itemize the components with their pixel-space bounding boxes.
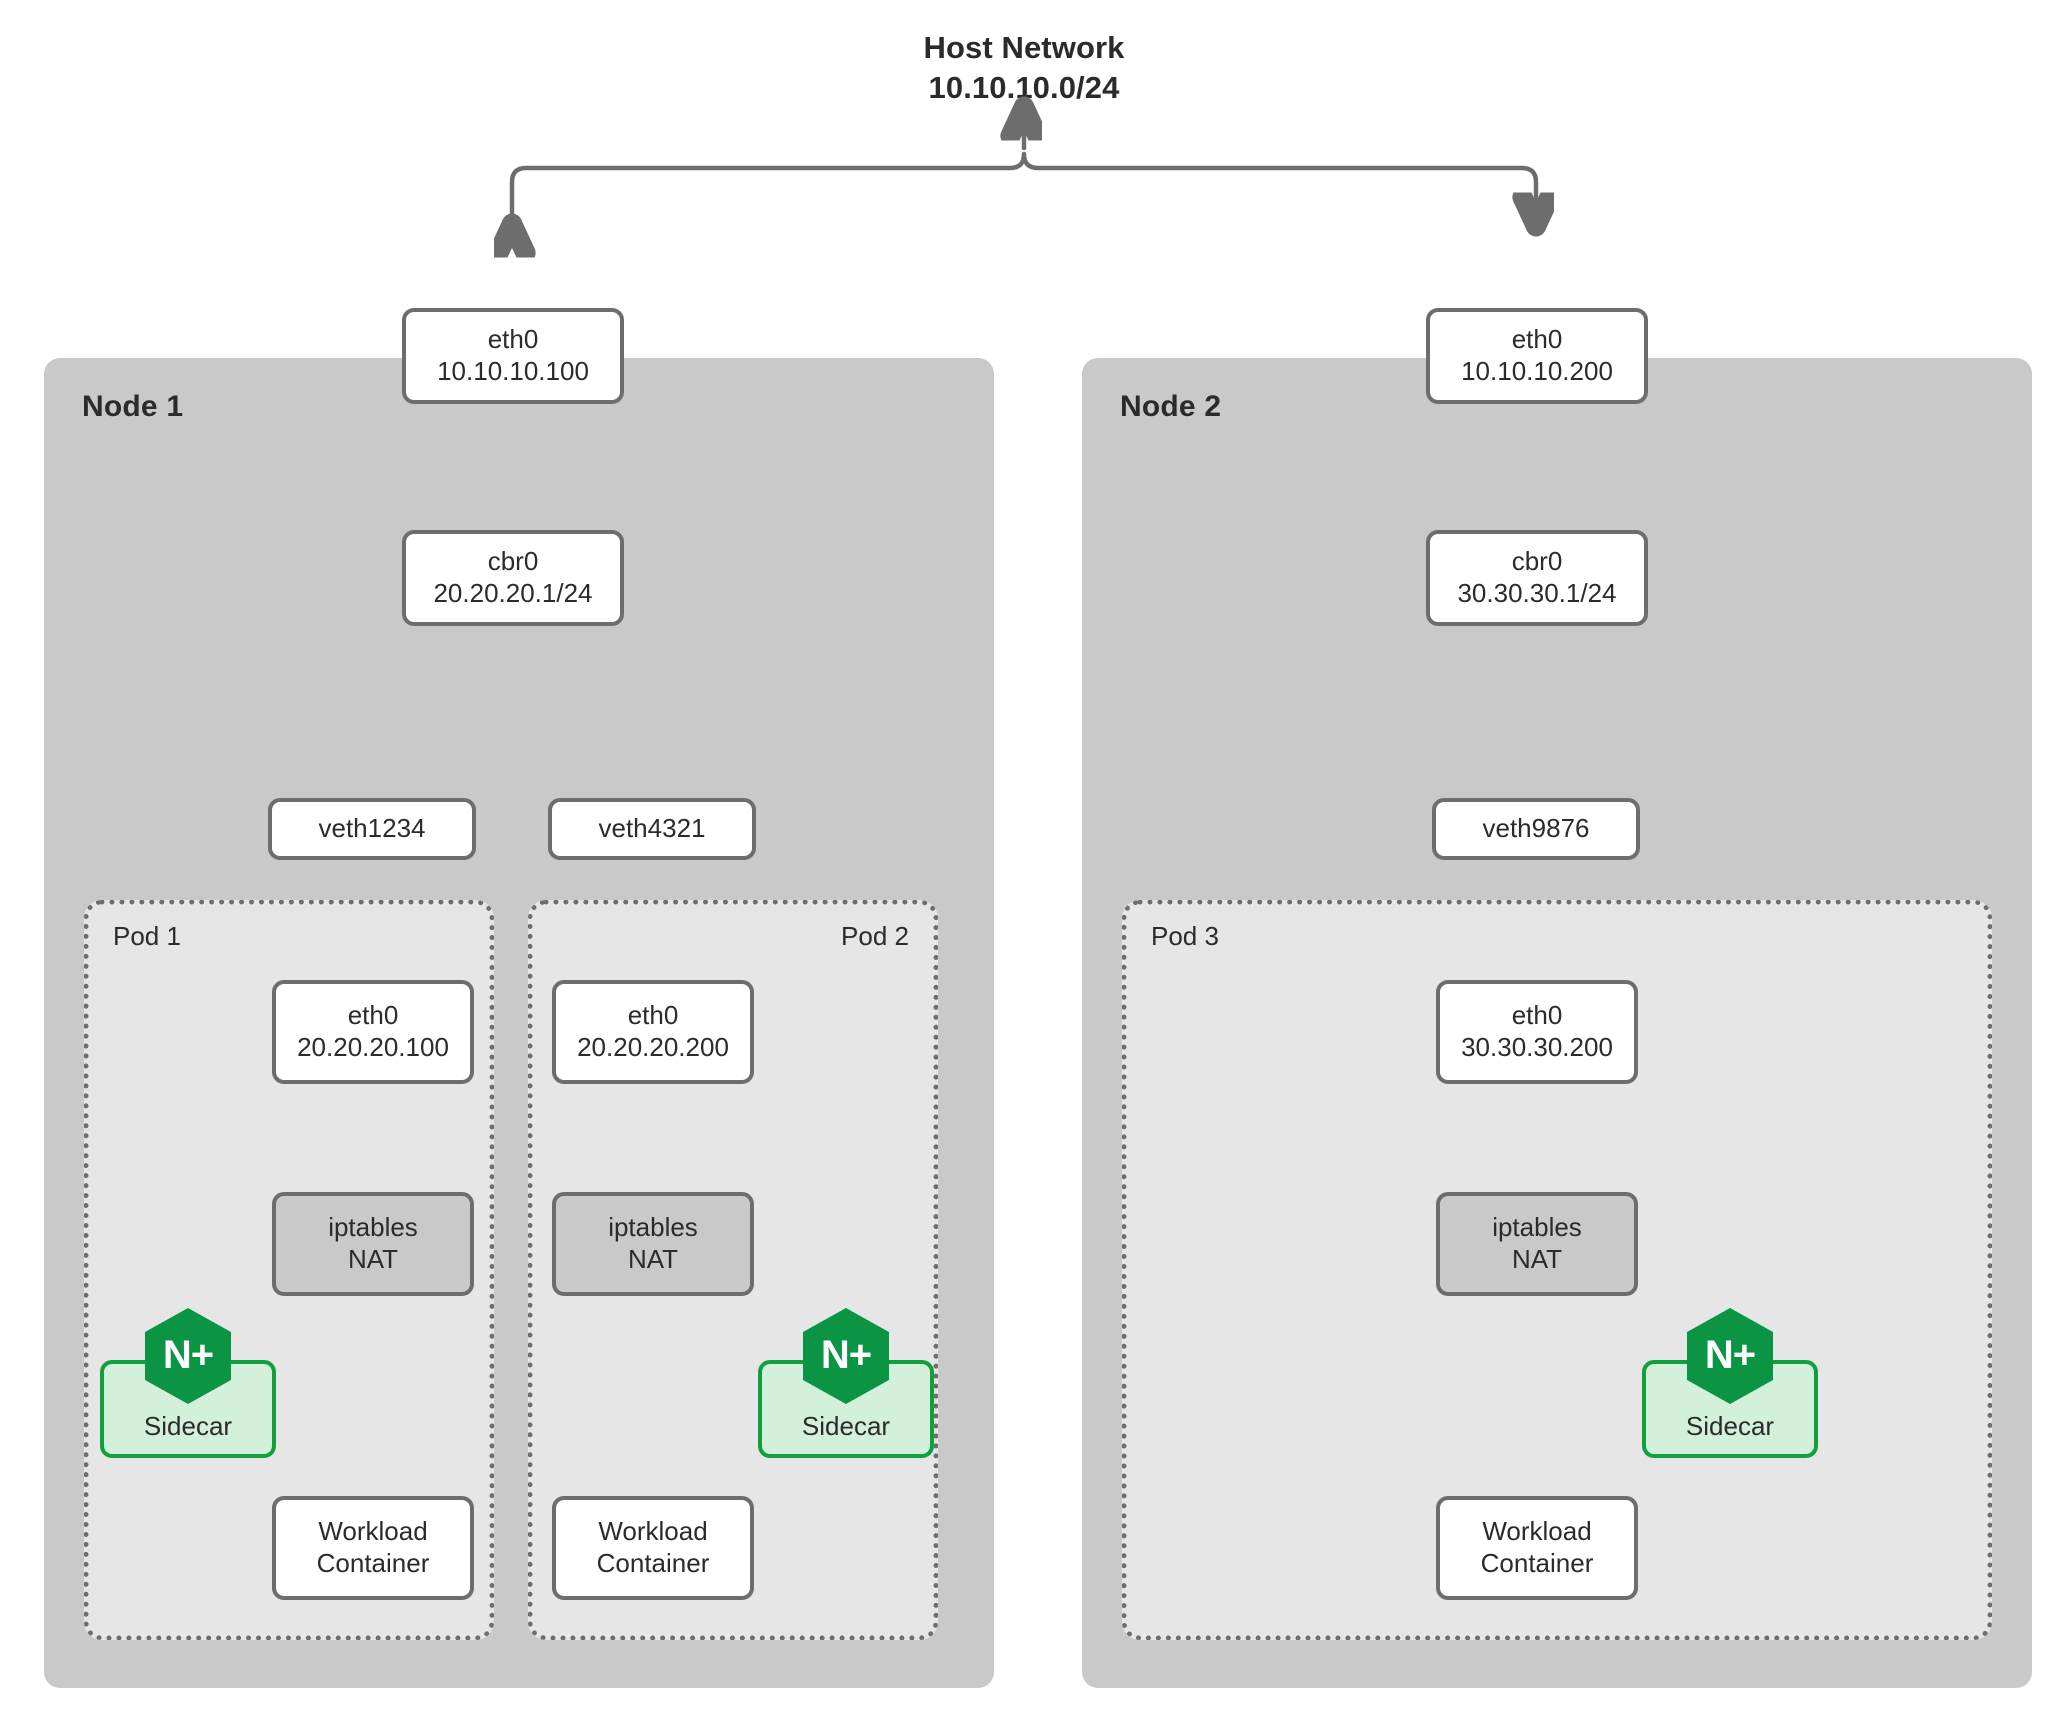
pod-label-2: Pod 2 bbox=[841, 921, 909, 951]
pod-label-1: Pod 1 bbox=[113, 921, 181, 951]
node1-cbr0-ip: 20.20.20.1/24 bbox=[433, 578, 593, 608]
nginx-plus-logo-icon: N+ bbox=[803, 1308, 889, 1404]
pod-label-3: Pod 3 bbox=[1151, 921, 1219, 951]
node2-cbr0-ip: 30.30.30.1/24 bbox=[1457, 578, 1617, 608]
pod2-iptables-nat-box[interactable]: iptables NAT bbox=[552, 1192, 754, 1296]
pod2-eth0-ip: 20.20.20.200 bbox=[577, 1032, 729, 1062]
node1-veth4321-label: veth4321 bbox=[598, 813, 706, 844]
pod2-workload-container-box[interactable]: Workload Container bbox=[552, 1496, 754, 1600]
pod1-workload-line2: Container bbox=[316, 1548, 430, 1578]
node2-eth0-name: eth0 bbox=[1511, 324, 1563, 355]
pod2-eth0-box[interactable]: eth0 20.20.20.200 bbox=[552, 980, 754, 1084]
node-label-2: Node 2 bbox=[1120, 390, 1222, 423]
pod2-iptables-line1: iptables bbox=[608, 1212, 698, 1243]
pod2-workload-line1: Workload bbox=[598, 1516, 708, 1547]
node2-veth9876-box[interactable]: veth9876 bbox=[1432, 798, 1640, 860]
nginx-plus-logo-icon: N+ bbox=[1687, 1308, 1773, 1404]
pod1-eth0-ip: 20.20.20.100 bbox=[297, 1032, 449, 1062]
pod3-iptables-nat-box[interactable]: iptables NAT bbox=[1436, 1192, 1638, 1296]
node1-veth1234-box[interactable]: veth1234 bbox=[268, 798, 476, 860]
host-network-cidr: 10.10.10.0/24 bbox=[928, 70, 1120, 106]
pod3-sidecar-label: Sidecar bbox=[1685, 1411, 1775, 1441]
pod1-iptables-line1: iptables bbox=[328, 1212, 418, 1243]
node-label-1: Node 1 bbox=[82, 390, 184, 423]
pod1-iptables-nat-box[interactable]: iptables NAT bbox=[272, 1192, 474, 1296]
node1-eth0-name: eth0 bbox=[487, 324, 539, 355]
host-network-title: Host Network 10.10.10.0/24 bbox=[0, 28, 2048, 109]
pod3-workload-line2: Container bbox=[1480, 1548, 1594, 1578]
pod2-iptables-line2: NAT bbox=[627, 1244, 679, 1274]
pod2-sidecar-label: Sidecar bbox=[801, 1411, 891, 1441]
host-network-name: Host Network bbox=[923, 30, 1125, 65]
pod3-workload-line1: Workload bbox=[1482, 1516, 1592, 1547]
node1-eth0-box[interactable]: eth0 10.10.10.100 bbox=[402, 308, 624, 404]
nginx-plus-logo-icon: N+ bbox=[145, 1308, 231, 1404]
pod3-eth0-name: eth0 bbox=[1511, 1000, 1563, 1031]
pod3-eth0-box[interactable]: eth0 30.30.30.200 bbox=[1436, 980, 1638, 1084]
node1-eth0-ip: 10.10.10.100 bbox=[437, 356, 589, 386]
node2-cbr0-name: cbr0 bbox=[1511, 546, 1563, 577]
pod1-eth0-name: eth0 bbox=[347, 1000, 399, 1031]
node2-cbr0-box[interactable]: cbr0 30.30.30.1/24 bbox=[1426, 530, 1648, 626]
node1-veth1234-label: veth1234 bbox=[318, 813, 426, 844]
node2-veth9876-label: veth9876 bbox=[1482, 813, 1590, 844]
node2-eth0-ip: 10.10.10.200 bbox=[1461, 356, 1613, 386]
pod3-eth0-ip: 30.30.30.200 bbox=[1461, 1032, 1613, 1062]
pod3-iptables-line2: NAT bbox=[1511, 1244, 1563, 1274]
node2-eth0-box[interactable]: eth0 10.10.10.200 bbox=[1426, 308, 1648, 404]
node1-veth4321-box[interactable]: veth4321 bbox=[548, 798, 756, 860]
pod1-sidecar-label: Sidecar bbox=[143, 1411, 233, 1441]
pod2-sidecar-box[interactable]: N+ Sidecar bbox=[758, 1308, 934, 1458]
pod3-workload-container-box[interactable]: Workload Container bbox=[1436, 1496, 1638, 1600]
node1-cbr0-name: cbr0 bbox=[487, 546, 539, 577]
pod1-workload-container-box[interactable]: Workload Container bbox=[272, 1496, 474, 1600]
pod1-workload-line1: Workload bbox=[318, 1516, 428, 1547]
pod1-eth0-box[interactable]: eth0 20.20.20.100 bbox=[272, 980, 474, 1084]
pod3-sidecar-box[interactable]: N+ Sidecar bbox=[1642, 1308, 1818, 1458]
pod1-sidecar-box[interactable]: N+ Sidecar bbox=[100, 1308, 276, 1458]
pod3-iptables-line1: iptables bbox=[1492, 1212, 1582, 1243]
nginx-plus-logo-text: N+ bbox=[162, 1333, 214, 1377]
pod2-workload-line2: Container bbox=[596, 1548, 710, 1578]
pod1-iptables-line2: NAT bbox=[347, 1244, 399, 1274]
nginx-plus-logo-text: N+ bbox=[1704, 1333, 1756, 1377]
pod2-eth0-name: eth0 bbox=[627, 1000, 679, 1031]
node1-cbr0-box[interactable]: cbr0 20.20.20.1/24 bbox=[402, 530, 624, 626]
nginx-plus-logo-text: N+ bbox=[820, 1333, 872, 1377]
